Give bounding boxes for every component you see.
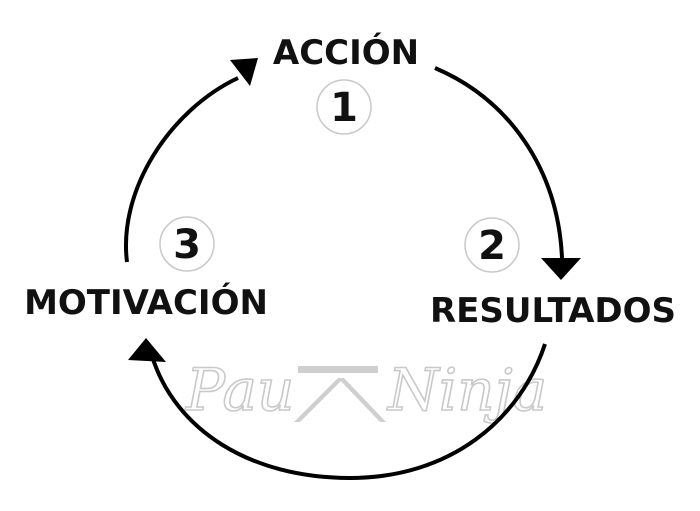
stage-label-accion: ACCIÓN <box>273 32 419 73</box>
stage-label-resultados: RESULTADOS <box>430 291 676 331</box>
stage-number-1: 1 <box>330 85 358 131</box>
arrow-up-right-icon <box>230 58 258 86</box>
arrow-up-left-icon <box>128 338 166 362</box>
watermark-text-left: Pau <box>185 356 294 424</box>
arrow-down-icon <box>541 258 581 280</box>
stage-motivacion: 3 MOTIVACIÓN <box>24 216 268 323</box>
arc-motivacion-to-accion <box>124 76 239 263</box>
stage-number-3: 3 <box>173 222 201 268</box>
stage-number-2: 2 <box>478 223 506 269</box>
stage-number-circle-3 <box>159 216 215 272</box>
arc-resultados-to-motivacion <box>150 343 547 481</box>
stage-number-circle-1 <box>316 79 372 135</box>
stage-resultados: 2 RESULTADOS <box>430 217 676 331</box>
stage-number-circle-2 <box>464 217 520 273</box>
stage-label-motivacion: MOTIVACIÓN <box>24 282 268 323</box>
stage-accion: ACCIÓN 1 <box>273 32 419 135</box>
watermark-logo <box>294 366 386 422</box>
arc-accion-to-resultados <box>434 66 564 259</box>
watermark: Pau Ninja <box>184 355 548 425</box>
